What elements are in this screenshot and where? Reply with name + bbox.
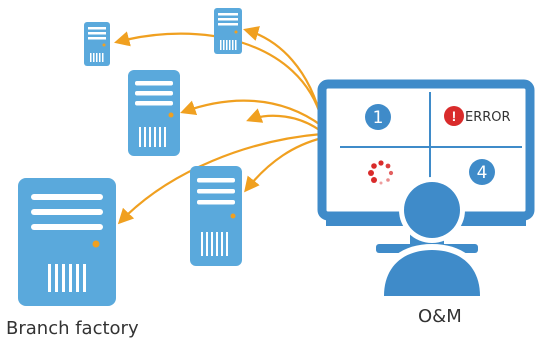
server-icon — [190, 166, 242, 266]
user-icon — [378, 177, 486, 296]
arrow-to-server-small-lower — [244, 136, 323, 193]
om-label: O&M — [418, 306, 462, 327]
arrow-to-server-medium — [180, 99, 323, 127]
panel-1-number: 1 — [373, 108, 384, 128]
arrow-to-server-large — [117, 132, 323, 225]
server-icon — [128, 70, 180, 156]
loading-spinner-icon — [368, 160, 394, 185]
server-icon — [214, 8, 242, 54]
connection-arrows — [114, 26, 324, 225]
panel-4-number: 4 — [477, 163, 488, 183]
panel-4: 4 — [469, 159, 495, 185]
arrow-to-server-tiny-top — [243, 26, 324, 123]
server-icon — [18, 178, 116, 306]
arrow-to-server-tiny-left — [114, 31, 324, 121]
arrow-to-server-small-right — [246, 108, 323, 133]
panel-error: ! ERROR — [444, 106, 511, 126]
error-icon — [444, 106, 464, 126]
panel-1: 1 — [365, 104, 391, 130]
branch-factory-label: Branch factory — [6, 318, 139, 339]
server-icon — [84, 22, 110, 66]
error-icon-mark: ! — [452, 108, 457, 124]
error-label: ERROR — [465, 110, 511, 125]
